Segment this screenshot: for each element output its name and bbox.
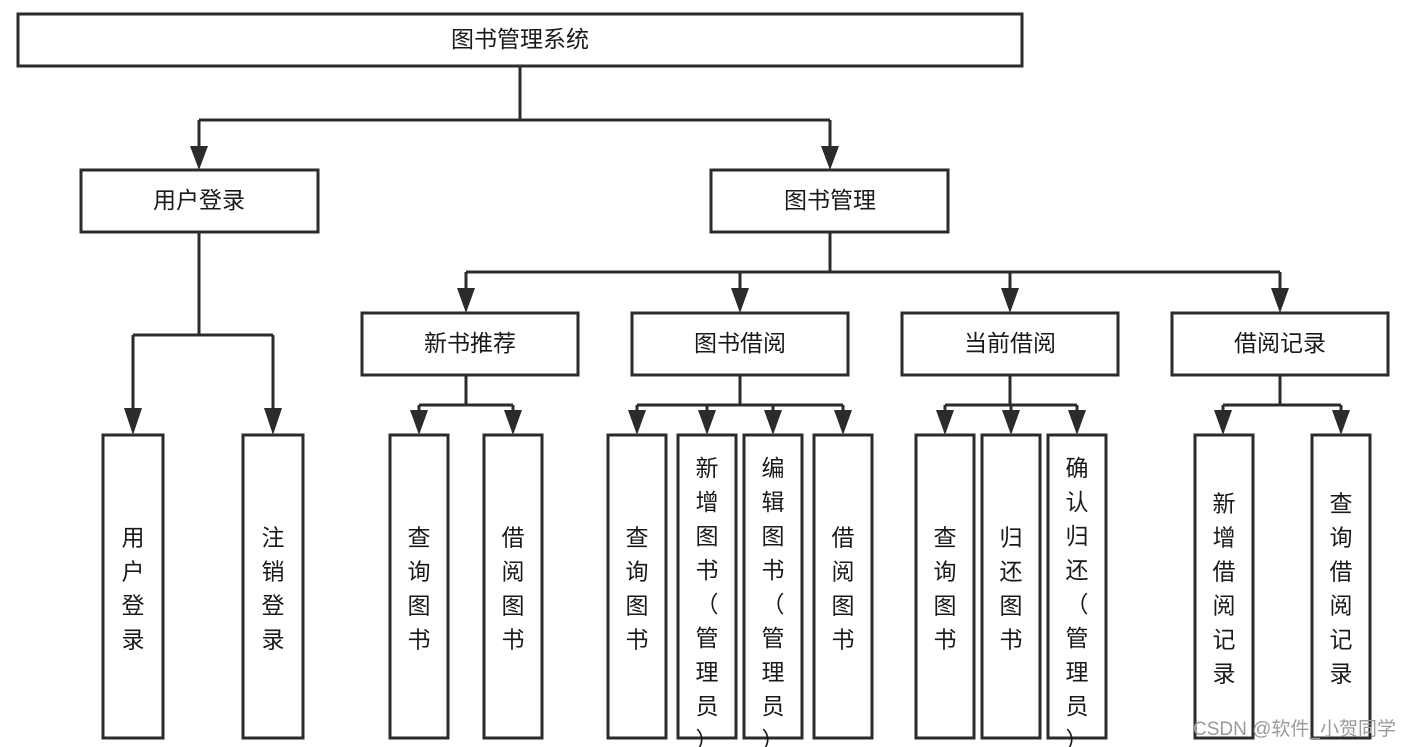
arrow-head-borrow-record [1271, 288, 1289, 313]
node-book-mgmt-box[interactable] [709, 168, 950, 234]
node-leaf-edit-book[interactable]: 编辑图书（管理员） [742, 433, 804, 747]
arrow-head-leaf-query-book-1 [410, 410, 428, 435]
node-borrow-record-label: 借阅记录 [1234, 330, 1326, 356]
node-book-borrow[interactable]: 图书借阅 [630, 311, 850, 377]
arrow-head-user-login [190, 146, 208, 170]
node-leaf-logout[interactable]: 注销登录 [241, 433, 305, 740]
arrow-head-leaf-return-book [1002, 410, 1020, 435]
node-leaf-borrow-book-2-label: 借阅图书 [832, 525, 855, 653]
node-book-borrow-label: 图书借阅 [694, 330, 786, 356]
node-leaf-query-book-1[interactable]: 查询图书 [388, 433, 450, 740]
leaf-node-layer: 用户登录 注销登录 查询图书 借阅图书 查询图书 新增图书（管理员） 编辑图书（管理员） 借阅… [101, 433, 1372, 747]
node-leaf-borrow-book-2-box[interactable] [812, 433, 874, 740]
node-leaf-query-book-3[interactable]: 查询图书 [914, 433, 976, 740]
node-leaf-add-book-label: 新增图书（管理员） [696, 455, 719, 747]
arrow-head-leaf-borrow-book-1 [504, 410, 522, 435]
node-current-borrow-label: 当前借阅 [964, 330, 1056, 356]
node-user-login-label: 用户登录 [153, 187, 245, 213]
node-leaf-borrow-book-1-label: 借阅图书 [502, 525, 525, 653]
node-root-label: 图书管理系统 [451, 26, 589, 52]
node-leaf-query-book-2[interactable]: 查询图书 [606, 433, 668, 740]
node-leaf-query-record[interactable]: 查询借阅记录 [1310, 433, 1372, 740]
node-leaf-return-book-box[interactable] [980, 433, 1042, 740]
node-current-borrow[interactable]: 当前借阅 [900, 311, 1120, 377]
node-book-borrow-box[interactable] [630, 311, 850, 377]
node-book-mgmt-label: 图书管理 [784, 187, 876, 213]
node-leaf-query-book-1-box[interactable] [388, 433, 450, 740]
node-root-box[interactable] [16, 12, 1024, 68]
node-leaf-return-book[interactable]: 归还图书 [980, 433, 1042, 740]
node-leaf-logout-label: 注销登录 [262, 525, 285, 653]
arrow-head-book-mgmt [821, 146, 839, 170]
arrow-head-leaf-user-login [124, 408, 142, 435]
node-leaf-edit-book-label: 编辑图书（管理员） [762, 455, 785, 747]
node-leaf-edit-book-box[interactable] [742, 433, 804, 740]
node-borrow-record[interactable]: 借阅记录 [1170, 311, 1390, 377]
node-new-book-rec[interactable]: 新书推荐 [360, 311, 580, 377]
node-user-login-box[interactable] [79, 168, 320, 234]
node-leaf-query-book-3-label: 查询图书 [934, 525, 957, 653]
arrow-head-new-book-rec [457, 288, 475, 313]
arrow-head-leaf-query-book-2 [628, 410, 646, 435]
connector-layer [124, 66, 1350, 435]
node-leaf-add-record-label: 新增借阅记录 [1213, 491, 1236, 687]
node-new-book-rec-box[interactable] [360, 311, 580, 377]
arrow-head-leaf-borrow-book-2 [834, 410, 852, 435]
arrow-head-current-borrow [1001, 288, 1019, 313]
arrow-head-leaf-add-book [698, 410, 716, 435]
node-leaf-borrow-book-1[interactable]: 借阅图书 [482, 433, 544, 740]
node-leaf-add-record[interactable]: 新增借阅记录 [1193, 433, 1255, 740]
node-borrow-record-box[interactable] [1170, 311, 1390, 377]
node-leaf-query-book-2-box[interactable] [606, 433, 668, 740]
node-leaf-confirm-return[interactable]: 确认归还（管理员） [1046, 433, 1108, 747]
arrow-head-leaf-query-record [1332, 410, 1350, 435]
node-new-book-rec-label: 新书推荐 [424, 330, 516, 356]
node-leaf-query-book-1-label: 查询图书 [408, 525, 431, 653]
node-book-mgmt[interactable]: 图书管理 [709, 168, 950, 234]
node-leaf-borrow-book-2[interactable]: 借阅图书 [812, 433, 874, 740]
node-leaf-user-login-label: 用户登录 [122, 525, 145, 653]
node-current-borrow-box[interactable] [900, 311, 1120, 377]
arrow-head-leaf-confirm-return [1068, 410, 1086, 435]
node-leaf-query-record-box[interactable] [1310, 433, 1372, 740]
node-leaf-logout-box[interactable] [241, 433, 305, 740]
node-leaf-query-record-label: 查询借阅记录 [1330, 491, 1353, 687]
node-leaf-add-book[interactable]: 新增图书（管理员） [676, 433, 738, 747]
node-leaf-add-book-box[interactable] [676, 433, 738, 740]
node-leaf-confirm-return-label: 确认归还（管理员） [1066, 455, 1089, 747]
node-leaf-return-book-label: 归还图书 [1000, 525, 1023, 653]
arrow-head-leaf-edit-book [764, 410, 782, 435]
arrow-head-leaf-add-record [1214, 410, 1232, 435]
arrow-head-leaf-logout [264, 408, 282, 435]
node-leaf-user-login[interactable]: 用户登录 [101, 433, 165, 740]
node-leaf-borrow-book-1-box[interactable] [482, 433, 544, 740]
node-leaf-query-book-2-label: 查询图书 [626, 525, 649, 653]
node-leaf-query-book-3-box[interactable] [914, 433, 976, 740]
arrow-head-leaf-query-book-3 [936, 410, 954, 435]
node-root[interactable]: 图书管理系统 [16, 12, 1024, 68]
node-leaf-add-record-box[interactable] [1193, 433, 1255, 740]
arrow-head-book-borrow [731, 288, 749, 313]
node-leaf-confirm-return-box[interactable] [1046, 433, 1108, 740]
node-user-login[interactable]: 用户登录 [79, 168, 320, 234]
node-leaf-user-login-box[interactable] [101, 433, 165, 740]
watermark-label: CSDN @软件_小贺同学 [1193, 718, 1396, 740]
